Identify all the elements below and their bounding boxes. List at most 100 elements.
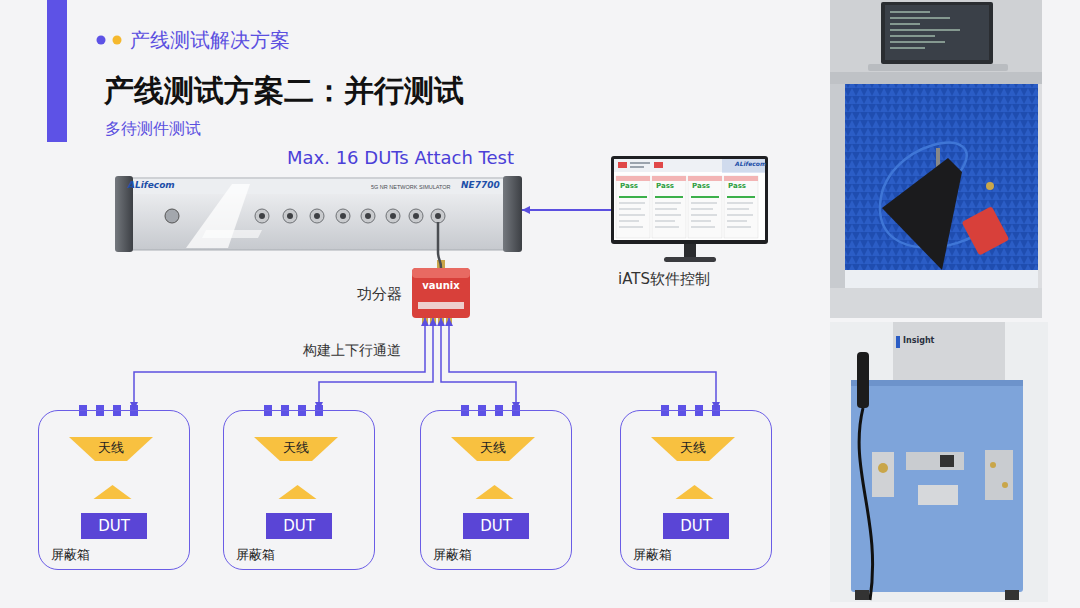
node-text: iATS软件控制 — [618, 270, 710, 288]
shield-box-photo-part — [1005, 590, 1019, 600]
instrument-illustration-part — [314, 213, 320, 219]
antenna-fill — [254, 437, 338, 461]
shield-box: 屏蔽箱天线DUT — [38, 410, 190, 570]
shield-box-photo-part — [851, 382, 1023, 592]
monitor-illustration-part — [614, 159, 765, 240]
node-text: DUT — [463, 517, 529, 535]
node-text: ALifecom — [128, 180, 175, 191]
node-text: 功分器 — [357, 285, 402, 303]
node-text: NE7700 — [461, 180, 500, 191]
anechoic-chamber-photo-part — [885, 5, 989, 60]
instrument-illustration-part — [503, 176, 522, 252]
shield-box-photo-part — [893, 322, 1005, 384]
accent-bar — [47, 0, 67, 142]
arrow-head — [445, 318, 453, 326]
instrument-illustration-part — [409, 209, 423, 223]
instrument-illustration-part — [413, 213, 419, 219]
signal-arrow — [279, 485, 317, 499]
shield-box-photo-part — [859, 408, 873, 600]
power-divider-illustration-part — [412, 268, 470, 318]
power-divider-illustration-part — [446, 318, 452, 325]
antenna-fill — [69, 437, 153, 461]
dut-box: DUT — [81, 513, 147, 539]
anechoic-chamber-photo-part — [986, 182, 994, 190]
node-text: 屏蔽箱 — [51, 547, 90, 563]
instrument-illustration-part — [287, 213, 293, 219]
instrument-illustration-part — [390, 213, 396, 219]
anechoic-chamber-photo-part — [845, 270, 1038, 288]
power-divider-illustration-part — [418, 302, 464, 309]
shield-box-photo-part — [940, 455, 954, 467]
anechoic-chamber-photo-part — [881, 2, 993, 64]
channel-note: 构建上下行通道 — [303, 342, 401, 359]
rf-channel-line — [449, 318, 716, 410]
monitor-illustration-part — [652, 176, 686, 181]
software-monitor: ALifecomPassPassPassPassiATS软件控制 — [611, 156, 768, 244]
instrument-illustration-part — [165, 209, 179, 223]
shield-box-photo — [830, 322, 1048, 602]
node-text: 5G NR NETWORK SIMULATOR — [371, 184, 451, 191]
instrument-illustration-part — [202, 230, 262, 238]
dut-box: DUT — [463, 513, 529, 539]
node-text: 屏蔽箱 — [633, 547, 672, 563]
power-divider-illustration-part — [437, 260, 445, 269]
header-dots-part — [113, 36, 122, 45]
brand-logo: Insight — [903, 336, 934, 346]
monitor-illustration-part — [630, 162, 650, 164]
monitor-illustration-part — [619, 196, 647, 198]
antenna-fill — [651, 437, 735, 461]
node-text: 天线 — [651, 440, 735, 456]
shield-box-photo-part — [872, 452, 894, 497]
instrument-illustration-part — [125, 178, 511, 250]
node-text: 屏蔽箱 — [236, 547, 275, 563]
node-text: DUT — [663, 517, 729, 535]
shield-box-photo-part — [990, 462, 996, 468]
power-divider: vaunix功分器 — [412, 268, 470, 318]
arrow-head — [522, 206, 530, 214]
monitor-illustration-part — [619, 203, 753, 227]
instrument-illustration-part — [186, 184, 250, 248]
accent-bar-part — [47, 0, 67, 142]
instrument-illustration-part — [435, 213, 441, 219]
header-dots — [97, 36, 122, 45]
node-text: 天线 — [451, 440, 535, 456]
shield-box: 屏蔽箱 天线 DUT — [620, 410, 772, 570]
antenna-shape: 天线 — [651, 437, 735, 461]
dut-box: DUT — [663, 513, 729, 539]
instrument-illustration-part — [126, 179, 510, 194]
arrow-head — [429, 318, 437, 326]
monitor-illustration-part — [616, 176, 650, 181]
anechoic-chamber-photo-part — [882, 158, 962, 270]
node-text: Pass — [692, 182, 710, 190]
rf-channel-line — [134, 318, 425, 410]
arrow-head — [512, 402, 520, 410]
antenna-fill — [451, 437, 535, 461]
node-text: DUT — [81, 517, 147, 535]
instrument-illustration-part — [340, 213, 346, 219]
antenna-shape: 天线 — [451, 437, 535, 461]
anechoic-chamber-photo-part — [868, 64, 1008, 71]
monitor-illustration — [611, 156, 768, 262]
header-dots-part — [97, 36, 106, 45]
shield-box-photo-part — [1002, 482, 1008, 488]
shield-box-photo-part — [855, 590, 869, 600]
instrument-illustration-part — [437, 222, 440, 252]
monitor-illustration-part — [724, 176, 758, 238]
antenna-shape: 天线 — [254, 437, 338, 461]
monitor-illustration-part — [655, 196, 683, 198]
monitor-illustration-part — [616, 176, 650, 238]
monitor-illustration-part — [688, 176, 722, 238]
anechoic-chamber-photo-part — [830, 84, 845, 290]
shield-box-photo-part — [857, 352, 869, 408]
shield-box-photo-part — [878, 463, 888, 473]
monitor-illustration-part — [664, 257, 716, 262]
instrument-illustration — [115, 176, 522, 252]
node-text: Pass — [728, 182, 746, 190]
monitor-illustration-part — [684, 244, 696, 258]
monitor-illustration-part — [691, 196, 719, 198]
power-divider-illustration-part — [422, 318, 428, 325]
anechoic-chamber-photo-part — [962, 206, 1010, 256]
shield-box-photo-part — [918, 485, 958, 505]
